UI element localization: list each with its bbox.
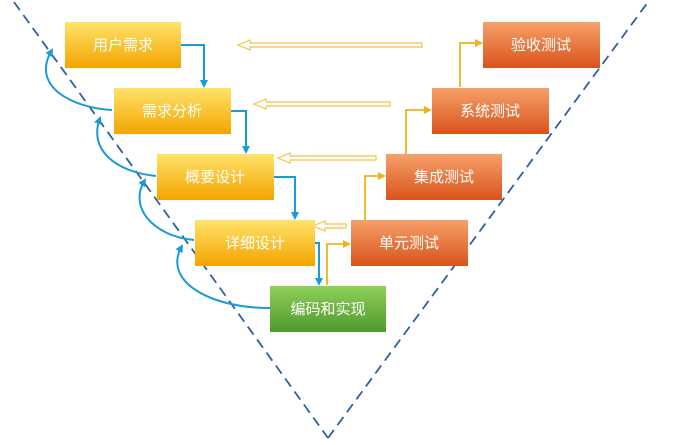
design-stage-requirements-analysis: 需求分析 [114,88,231,134]
test-stage-acceptance-testing: 验收测试 [483,22,600,68]
v-outline-right-line [327,1,649,439]
design-stage-label: 详细设计 [225,234,285,252]
design-stage-box [114,88,231,134]
design-stage-label: 需求分析 [142,102,202,120]
test-stage-box [386,154,502,200]
feedback-arrow-coding-to-detail [175,244,271,309]
v-outline [13,1,649,439]
flow-arrow-user-to-analysis [181,44,208,88]
v-outline-left-line [13,1,329,439]
coding-stage-box [270,286,386,332]
flow-arrow-overview-to-detail [274,176,299,220]
test-stage-box [351,220,468,266]
coding-stage-label: 编码和实现 [290,300,365,318]
test-stage-box [483,22,600,68]
connector-integration-to-system [405,106,432,154]
feedback-arrow-detail-to-overview [138,178,195,241]
connector-coding-to-unit [326,240,351,285]
feedback-arrow-analysis-to-user [45,48,113,111]
design-stage-box [157,154,274,200]
test-flow-arrows [326,39,483,285]
design-flow-arrows [181,44,323,286]
test-stage-label: 集成测试 [414,168,474,186]
flow-arrow-analysis-to-overview [231,110,250,154]
design-stage-detailed-design: 详细设计 [195,220,315,266]
verification-arrow-system-to-analysis [252,98,391,110]
design-stage-box [65,22,181,68]
test-stage-integration-testing: 集成测试 [386,154,502,200]
design-stage-label: 概要设计 [185,168,245,186]
test-stage-unit-testing: 单元测试 [351,220,468,266]
design-stage-label: 用户需求 [93,36,153,54]
test-stage-box [432,88,549,134]
verification-arrow-integration-to-overview [276,152,377,164]
flow-arrow-detail-to-coding [315,242,323,286]
verification-arrow-unit-to-detail [311,220,347,232]
design-stage-high-level-design: 概要设计 [157,154,274,200]
connector-system-to-acceptance [459,39,483,87]
test-stage-label: 验收测试 [511,36,571,54]
test-stage-system-testing: 系统测试 [432,88,549,134]
feedback-arrows [45,48,271,309]
verification-arrows [236,39,423,232]
design-stage-user-requirements: 用户需求 [65,22,181,68]
coding-stage: 编码和实现 [270,286,386,332]
test-stage-label: 系统测试 [460,102,520,120]
test-stage-label: 单元测试 [379,234,439,252]
verification-arrow-acceptance-to-user [236,39,423,51]
connector-unit-to-integration [364,172,386,220]
design-stage-box [195,220,315,266]
feedback-arrow-overview-to-analysis [94,116,157,177]
